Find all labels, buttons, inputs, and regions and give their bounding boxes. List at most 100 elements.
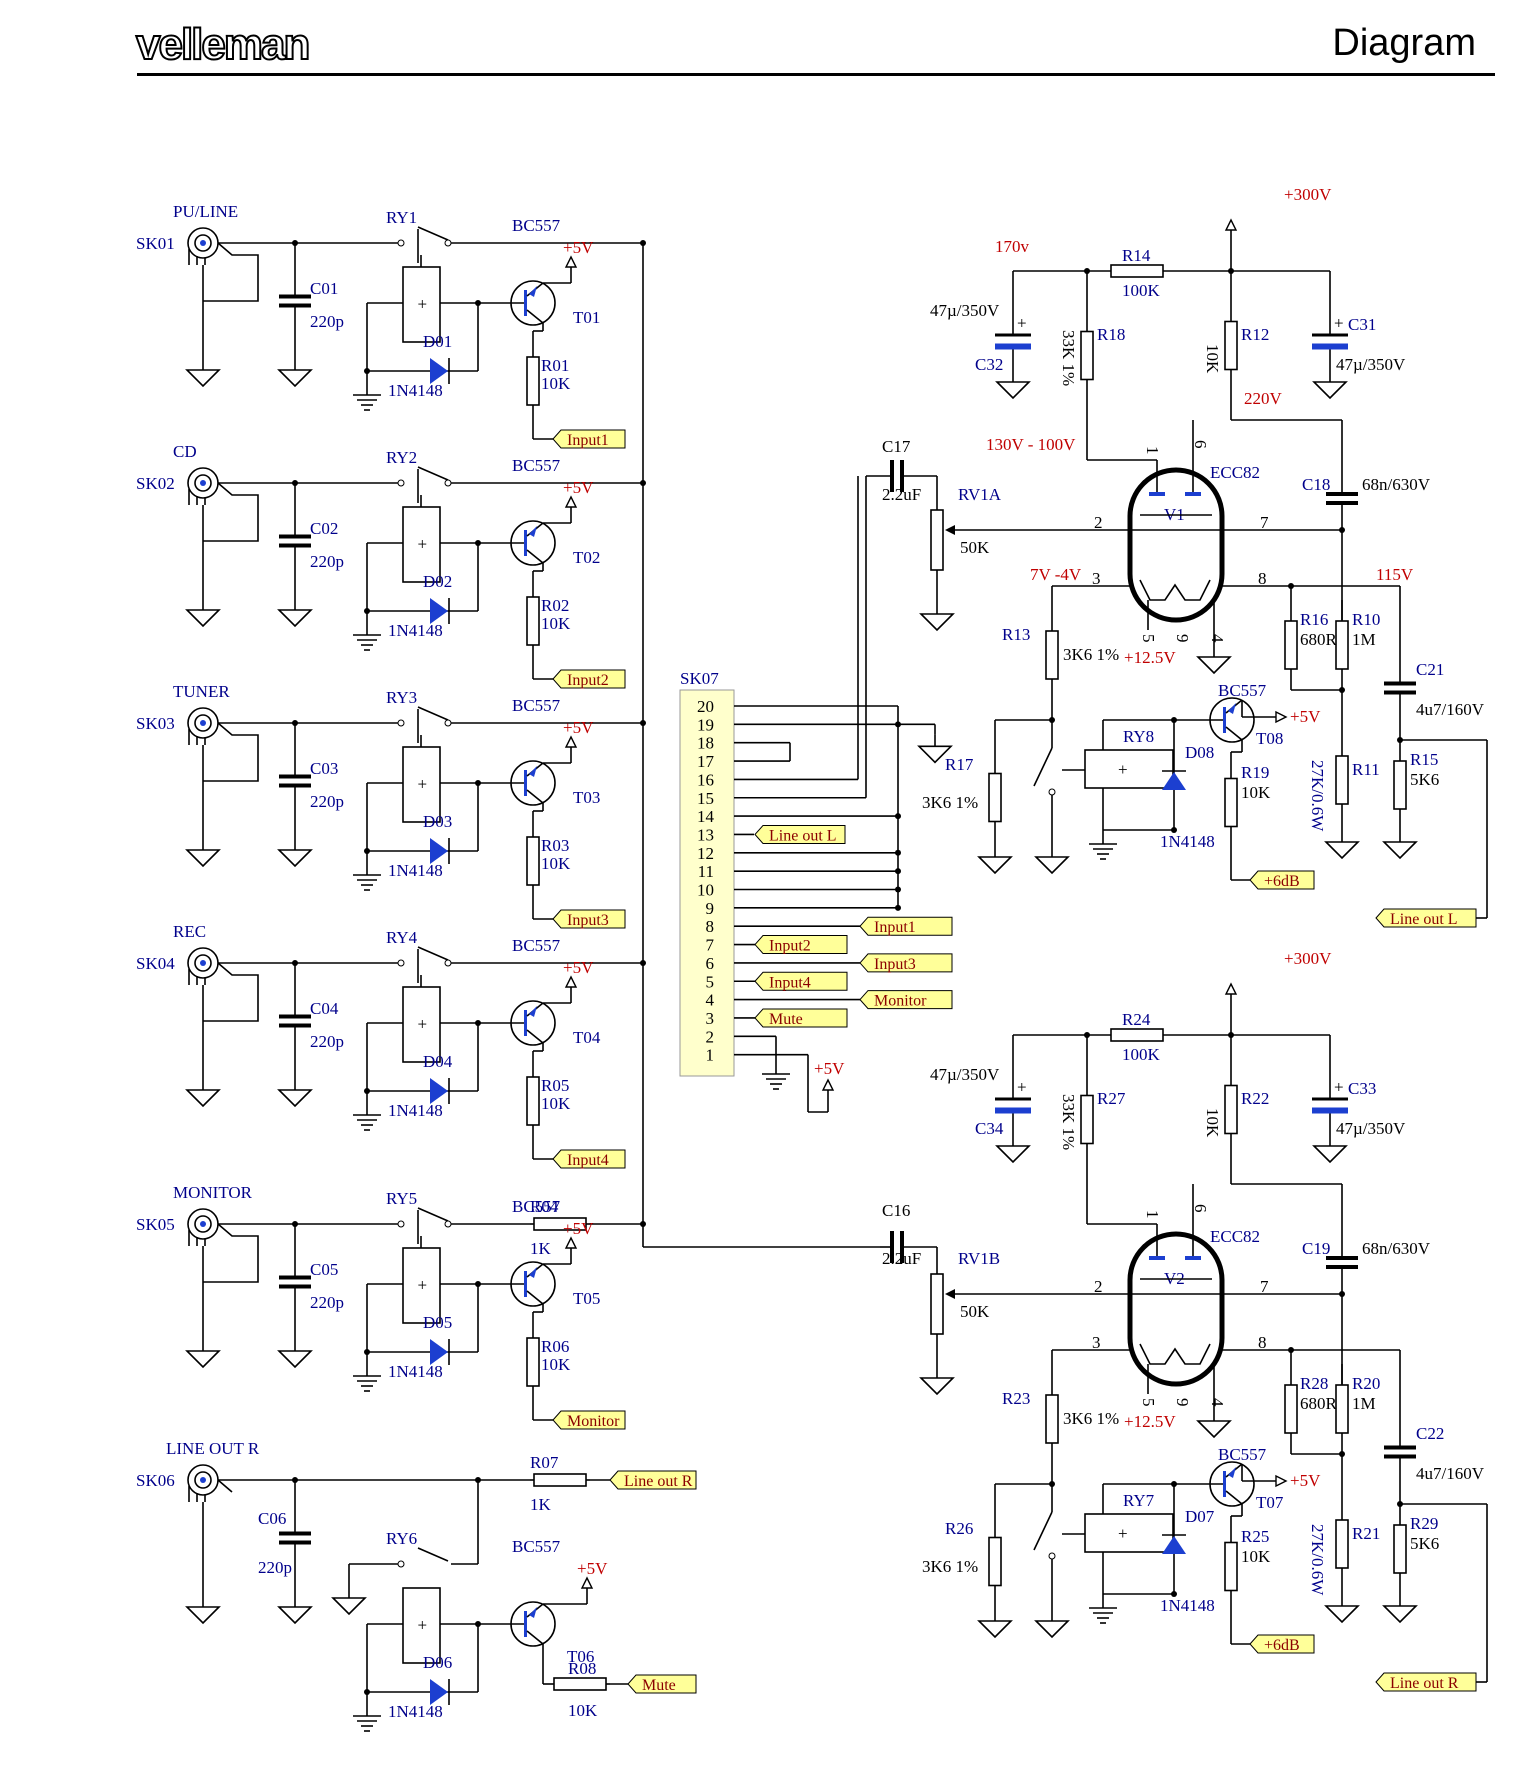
relay-label: RY6 (386, 1529, 417, 1548)
res-value: 10K (541, 374, 571, 393)
net-label: Input3 (859, 953, 953, 973)
heater-label: +12.5V (1124, 1412, 1176, 1431)
transistor-label: T07 (1256, 1493, 1284, 1512)
res-value: 680R (1300, 630, 1338, 649)
res-value: 10K (1241, 783, 1271, 802)
capacitor (279, 1224, 311, 1339)
voltage-label: 220V (1244, 389, 1283, 408)
pin-number: 9 (706, 899, 715, 918)
res-value: 10K (541, 1355, 571, 1374)
cap-value: 47µ/350V (1336, 1119, 1406, 1138)
res-value: 10K (541, 1094, 571, 1113)
pin-number: 3 (1092, 569, 1101, 588)
ground-symbol (277, 598, 313, 628)
supply-label: +5V (814, 1059, 845, 1078)
supply-label: +5V (563, 958, 594, 977)
res-label: R14 (1122, 246, 1151, 265)
pin-number: 2 (706, 1027, 715, 1046)
ground-symbol (977, 1609, 1013, 1639)
transistor-type: BC557 (512, 1197, 561, 1216)
diode-label: D05 (423, 1313, 452, 1332)
capacitor (279, 483, 311, 598)
rca-jack (187, 947, 219, 985)
heater-label: +12.5V (1124, 648, 1176, 667)
resistor (1284, 600, 1298, 690)
ground-symbol (353, 621, 381, 651)
ground-symbol (277, 1595, 313, 1625)
pin-number: 3 (1092, 1333, 1101, 1352)
transistor-bc557 (1198, 1461, 1255, 1507)
res-label: R21 (1352, 1524, 1380, 1543)
tube-type: ECC82 (1210, 1227, 1260, 1246)
res-label: R13 (1002, 625, 1030, 644)
cap-value: 220p (258, 1558, 292, 1577)
ground-symbol (185, 358, 221, 388)
jack-label: SK06 (136, 1471, 175, 1490)
coupling-wires (865, 460, 938, 1274)
net-label-text: Monitor (567, 1413, 620, 1430)
res-value: 10K (568, 1701, 598, 1720)
pin-number: 3 (706, 1009, 715, 1028)
res-label: R01 (541, 356, 569, 375)
supply-label: +5V (577, 1559, 608, 1578)
net-label: Input1 (859, 916, 953, 936)
ground-symbol (995, 1134, 1031, 1164)
res-value: 3K6 1% (922, 1557, 978, 1576)
ground-symbol (353, 861, 381, 891)
resistor (526, 331, 540, 431)
ground-symbol (1382, 830, 1418, 860)
cap-label: C31 (1348, 315, 1376, 334)
net-label: Input2 (754, 935, 848, 955)
relay-coil: + (402, 746, 441, 823)
resistor (1224, 271, 1238, 420)
header-divider (137, 73, 1495, 76)
res-label: R17 (945, 755, 974, 774)
res-value: 27K/0.6W (1308, 760, 1327, 832)
transistor-bc557 (1198, 697, 1255, 743)
transistor-label: T01 (573, 308, 600, 327)
cap-value: 47µ/350V (930, 1065, 1000, 1084)
jack-label: SK02 (136, 474, 175, 493)
supply-label: +300V (1284, 949, 1332, 968)
capacitor (1384, 665, 1416, 710)
pin-number: 1 (706, 1046, 715, 1065)
cap-value: 220p (310, 312, 344, 331)
supply-label: +5V (1290, 1471, 1321, 1490)
resistor (526, 1051, 540, 1151)
res-label: R06 (541, 1337, 569, 1356)
pin-number: 8 (1258, 1333, 1267, 1352)
relay-label: RY5 (386, 1189, 417, 1208)
input-name: REC (173, 922, 206, 941)
ground-symbol (185, 1339, 221, 1369)
res-label: R04 (530, 1197, 559, 1216)
plus-sign: + (418, 535, 428, 554)
net-label: Line out L (754, 824, 846, 844)
resistor (1087, 264, 1187, 278)
supply-label: +300V (1284, 185, 1332, 204)
resistor (526, 811, 540, 911)
cap-value: 4u7/160V (1416, 1464, 1485, 1483)
transistor-type: BC557 (512, 216, 561, 235)
res-value: 1M (1352, 1394, 1376, 1413)
res-value: 680R (1300, 1394, 1338, 1413)
res-label: R20 (1352, 1374, 1380, 1393)
diode (400, 1679, 478, 1705)
plus-sign: + (418, 295, 428, 314)
tube-channel-2: +300VR24100K+47µ/350VC34+C3347µ/350VR273… (882, 949, 1488, 1692)
resistor (988, 1514, 1002, 1609)
diode (400, 838, 478, 864)
resistor (1335, 1364, 1349, 1454)
ground-symbol (1382, 1594, 1418, 1624)
ground-symbol (185, 1595, 221, 1625)
net-label-text: Input1 (874, 919, 916, 936)
relay-label: RY4 (386, 928, 418, 947)
pin-number: 5 (1139, 1398, 1158, 1407)
net-label-text: Mute (642, 1677, 676, 1694)
electrolytic-capacitor: + (995, 311, 1031, 370)
capacitor (279, 963, 311, 1078)
ground-symbol (185, 598, 221, 628)
ground-symbol (977, 845, 1013, 875)
diode-label: D08 (1185, 743, 1214, 762)
